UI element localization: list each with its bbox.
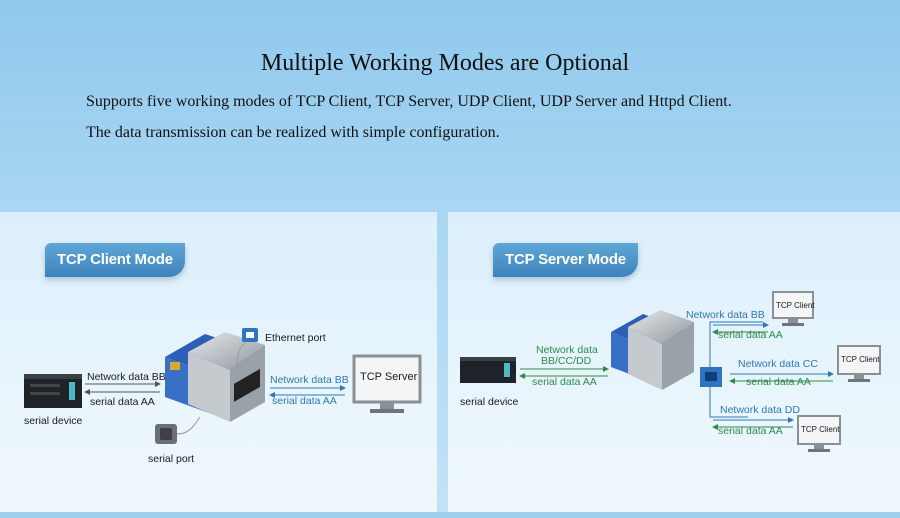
- client1-serial-label: serial data AA: [718, 329, 783, 341]
- client3-serial-label: serial data AA: [718, 425, 783, 437]
- tcp-server-mode-panel: TCP Server Mode serial device Network da…: [448, 212, 900, 512]
- serial-device-icon: [460, 357, 516, 383]
- client2-serial-label: serial data AA: [746, 376, 811, 388]
- tcp-server-mode-badge: TCP Server Mode: [493, 243, 638, 277]
- left-link-network-label-2: BB/CC/DD: [541, 355, 592, 367]
- tcp-client-label-2: TCP Client: [841, 355, 880, 364]
- tcp-client-label-3: TCP Client: [801, 425, 840, 434]
- ethernet-module-icon: [611, 310, 694, 390]
- tcp-client-monitor-icon-2: [837, 345, 881, 382]
- tcp-server-monitor-icon: [352, 354, 422, 413]
- ethernet-module-icon: [165, 332, 265, 422]
- left-link-network-label: Network data BB: [87, 371, 166, 383]
- tcp-client-monitor-icon-1: [772, 291, 814, 326]
- tcp-client-label-1: TCP Client: [776, 301, 815, 310]
- client3-network-label: Network data DD: [720, 404, 800, 416]
- tcp-client-mode-panel: TCP Client Mode serial device Network da…: [0, 212, 437, 512]
- left-link-network-label-1: Network data: [536, 344, 598, 356]
- ethernet-port-label: Ethernet port: [265, 332, 326, 344]
- serial-port-icon: [155, 424, 177, 444]
- hub-line-1: [709, 321, 763, 367]
- tcp-client-diagram: serial device Network data BB serial dat…: [24, 328, 422, 465]
- right-link-serial-label: serial data AA: [272, 395, 337, 407]
- left-link-serial-label: serial data AA: [90, 396, 155, 408]
- bottom-strip: [0, 512, 900, 518]
- tcp-server-label: TCP Server: [360, 371, 418, 383]
- hub-line-3: [709, 387, 748, 418]
- ethernet-port-icon: [242, 328, 258, 342]
- description-line-1: Supports five working modes of TCP Clien…: [86, 93, 732, 110]
- right-link-network-label: Network data BB: [270, 374, 349, 386]
- serial-device-label: serial device: [24, 415, 83, 427]
- tcp-client-monitor-icon-3: [797, 415, 841, 452]
- tcp-server-diagram: serial device Network data BB/CC/DD seri…: [460, 291, 881, 452]
- serial-port-label: serial port: [148, 453, 194, 465]
- client1-network-label: Network data BB: [686, 309, 765, 321]
- tcp-client-mode-badge: TCP Client Mode: [45, 243, 185, 277]
- network-hub-icon: [700, 367, 722, 387]
- left-link-serial-label: serial data AA: [532, 376, 597, 388]
- serial-device-label: serial device: [460, 396, 519, 408]
- serial-device-icon: [24, 374, 82, 408]
- description-line-2: The data transmission can be realized wi…: [86, 124, 500, 141]
- page-title: Multiple Working Modes are Optional: [260, 50, 630, 76]
- client2-network-label: Network data CC: [738, 358, 818, 370]
